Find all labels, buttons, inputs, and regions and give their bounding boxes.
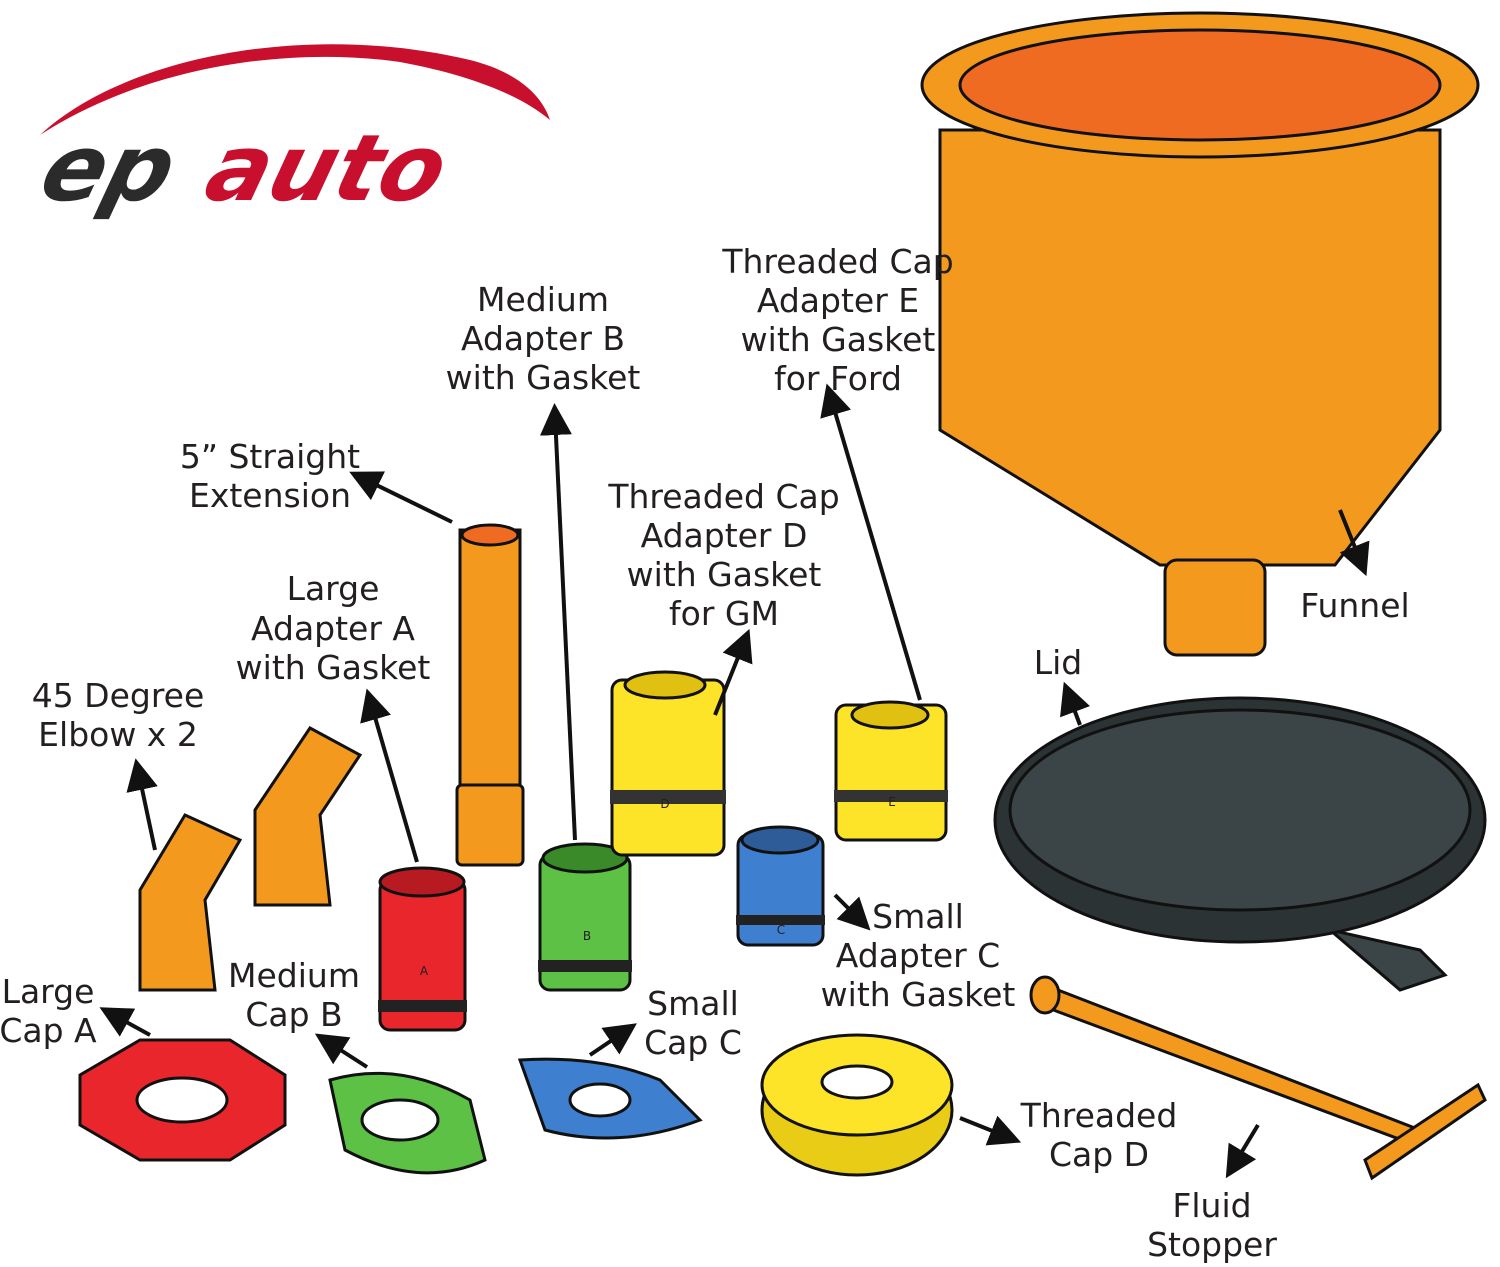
svg-text:Stopper: Stopper <box>1147 1225 1277 1264</box>
svg-text:Extension: Extension <box>189 476 351 515</box>
elbow-1 <box>138 813 243 992</box>
label-fluid-stopper: Fluid Stopper <box>1147 1186 1277 1264</box>
epauto-logo: ep auto <box>30 44 550 223</box>
arrow-straight-extension <box>349 471 453 524</box>
svg-text:with Gasket: with Gasket <box>446 358 641 397</box>
arrow-fluid-stopper <box>1225 1123 1260 1179</box>
svg-text:45 Degree: 45 Degree <box>32 676 205 715</box>
svg-text:Adapter C: Adapter C <box>836 936 1000 975</box>
svg-text:Small: Small <box>647 984 739 1023</box>
arrow-medium-adapter-b <box>539 403 577 841</box>
label-threaded-adapter-d: Threaded Cap Adapter D with Gasket for G… <box>607 477 839 633</box>
funnel <box>920 11 1480 657</box>
part-letter-d: D <box>660 797 669 811</box>
svg-text:Adapter B: Adapter B <box>461 319 625 358</box>
straight-extension <box>455 523 525 867</box>
svg-text:Cap D: Cap D <box>1049 1135 1149 1174</box>
svg-text:Cap A: Cap A <box>0 1011 97 1050</box>
arrow-lid <box>1060 681 1091 726</box>
arrow-threaded-adapter-d <box>713 628 753 716</box>
label-elbow: 45 Degree Elbow x 2 <box>32 676 205 754</box>
arrow-threaded-cap-d <box>959 1115 1022 1146</box>
svg-text:Cap C: Cap C <box>644 1023 742 1062</box>
svg-text:for Ford: for Ford <box>774 359 902 398</box>
svg-text:with Gasket: with Gasket <box>821 975 1016 1014</box>
logo-ep: ep <box>30 116 187 223</box>
svg-text:for GM: for GM <box>669 594 779 633</box>
svg-text:Small: Small <box>872 897 964 936</box>
threaded-cap-d <box>760 1033 954 1177</box>
label-threaded-cap-d: Threaded Cap D <box>1020 1096 1178 1174</box>
large-adapter-a: A <box>378 866 467 1032</box>
svg-text:5” Straight: 5” Straight <box>180 437 360 476</box>
svg-text:Large: Large <box>287 569 380 608</box>
svg-text:Adapter D: Adapter D <box>641 516 808 555</box>
svg-text:Threaded: Threaded <box>1020 1096 1178 1135</box>
label-funnel: Funnel <box>1300 586 1409 625</box>
threaded-adapter-e: E <box>834 700 948 842</box>
label-lid: Lid <box>1034 643 1083 682</box>
arrow-small-cap-c <box>588 1023 637 1057</box>
lid <box>993 696 1487 992</box>
arrow-large-adapter-a <box>360 688 419 863</box>
arrow-small-adapter-c <box>833 893 871 931</box>
arrow-medium-cap-b <box>314 1033 369 1069</box>
label-medium-cap-b: Medium Cap B <box>228 956 360 1034</box>
part-letter-e: E <box>888 795 896 809</box>
svg-text:Threaded Cap: Threaded Cap <box>721 242 953 281</box>
svg-text:Adapter A: Adapter A <box>251 609 415 648</box>
svg-text:Medium: Medium <box>228 956 360 995</box>
part-letter-c: C <box>777 923 785 937</box>
fluid-stopper <box>1029 975 1487 1181</box>
elbow-2 <box>253 726 363 907</box>
logo-auto: auto <box>195 116 458 223</box>
label-small-adapter-c: Small Adapter C with Gasket <box>821 897 1016 1014</box>
label-medium-adapter-b: Medium Adapter B with Gasket <box>446 280 641 397</box>
svg-text:Cap B: Cap B <box>245 995 342 1034</box>
part-letter-b: B <box>583 929 591 943</box>
label-straight-extension: 5” Straight Extension <box>180 437 360 515</box>
svg-text:Medium: Medium <box>477 280 609 319</box>
small-cap-c <box>517 1057 703 1140</box>
svg-text:with Gasket: with Gasket <box>627 555 822 594</box>
svg-text:Large: Large <box>2 972 95 1011</box>
svg-text:Fluid: Fluid <box>1172 1186 1251 1225</box>
svg-text:Adapter E: Adapter E <box>757 281 919 320</box>
threaded-adapter-d: D <box>610 670 726 857</box>
arrow-large-cap-a <box>99 1007 151 1037</box>
arrow-elbow <box>126 758 158 851</box>
arrow-threaded-adapter-e <box>820 383 922 701</box>
small-adapter-c: C <box>736 825 825 947</box>
label-large-cap-a: Large Cap A <box>0 972 97 1050</box>
svg-text:with Gasket: with Gasket <box>236 648 431 687</box>
svg-text:with Gasket: with Gasket <box>741 320 936 359</box>
large-cap-a <box>78 1038 287 1162</box>
svg-text:Threaded Cap: Threaded Cap <box>607 477 839 516</box>
arrow-funnel <box>1338 509 1370 577</box>
medium-adapter-b: B <box>538 842 632 992</box>
label-threaded-adapter-e: Threaded Cap Adapter E with Gasket for F… <box>721 242 953 398</box>
label-small-cap-c: Small Cap C <box>644 984 742 1062</box>
medium-cap-b <box>328 1071 487 1175</box>
svg-text:Elbow x 2: Elbow x 2 <box>38 715 198 754</box>
part-letter-a: A <box>420 964 429 978</box>
label-large-adapter-a: Large Adapter A with Gasket <box>236 569 431 687</box>
